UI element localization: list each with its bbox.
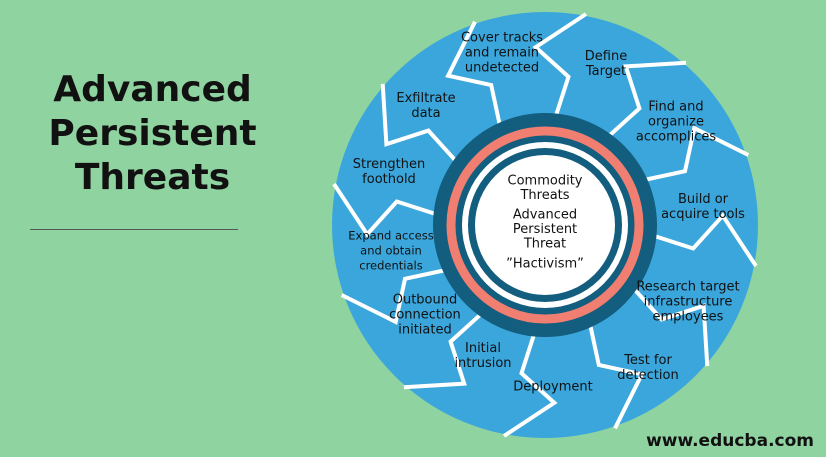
stage-divider [340, 267, 452, 325]
title-underline [30, 229, 238, 230]
stage-label-line: undetected [465, 61, 539, 76]
center-advanced-persistent-threat: Threat [523, 237, 566, 252]
page-title: Advanced Persistent Threats [10, 68, 295, 200]
salmon-ring [446, 126, 644, 324]
stage-label-line: accomplices [636, 130, 716, 145]
stage-label-line: Target [585, 64, 626, 79]
center-advanced-persistent-threat: Advanced [513, 208, 577, 223]
center-commodity-threats: Threats [519, 188, 569, 203]
center-labels: CommodityThreatsAdvancedPersistentThreat… [506, 174, 584, 272]
stage-divider [380, 83, 462, 167]
stage-label-line: foothold [362, 172, 416, 187]
stage-label-line: and obtain [360, 244, 422, 258]
stage-label-line: infrastructure [644, 295, 733, 310]
center-hactivism: ”Hactivism” [506, 257, 584, 272]
stage-label-line: Expand access [348, 229, 433, 243]
stage-label-line: Build or [678, 192, 729, 207]
stage-label-line: intrusion [454, 356, 511, 371]
title-line-2: Persistent [48, 113, 257, 154]
stage-label-line: Outbound [393, 293, 458, 308]
stage-divider [502, 327, 558, 438]
stage-divider [628, 283, 710, 367]
stage-label-line: Research target [636, 280, 739, 295]
stage-divider [603, 60, 687, 142]
stage-divider [403, 308, 487, 390]
stage-label-line: detection [617, 368, 678, 383]
inner-circle [475, 155, 615, 295]
center-commodity-threats: Commodity [508, 174, 583, 189]
stage-label-line: Cover tracks [461, 31, 543, 46]
stage-divider [445, 20, 503, 132]
center-rings [433, 113, 657, 337]
title-line-1: Advanced [53, 69, 252, 110]
stage-label-line: Find and [648, 100, 703, 115]
stage-divider [647, 212, 758, 268]
footer-url: www.educba.com [646, 431, 814, 451]
stage-label-line: Test for [623, 353, 672, 368]
stage-label-line: connection [389, 308, 461, 323]
stage-divider [332, 182, 443, 238]
stage-label-line: Strengthen [353, 157, 425, 172]
center-advanced-persistent-threat: Persistent [513, 222, 577, 237]
stage-label-line: data [411, 106, 440, 121]
title-line-3: Threats [74, 157, 231, 198]
stage-label-line: credentials [359, 259, 422, 273]
stage-label-line: Deployment [513, 380, 593, 395]
stage-divider [532, 12, 588, 123]
white-ring [462, 142, 628, 308]
stage-label-line: and remain [465, 46, 539, 61]
stage-label-line: acquire tools [661, 207, 745, 222]
stage-label-line: Define [585, 49, 627, 64]
stage-divider [587, 318, 645, 430]
stage-label-line: employees [653, 310, 724, 325]
stage-label-line: Initial [465, 341, 501, 356]
stage-label-line: organize [648, 115, 704, 130]
stage-divider [638, 125, 750, 183]
stage-label-line: initiated [398, 323, 452, 338]
stage-label-line: Exfiltrate [396, 91, 455, 106]
